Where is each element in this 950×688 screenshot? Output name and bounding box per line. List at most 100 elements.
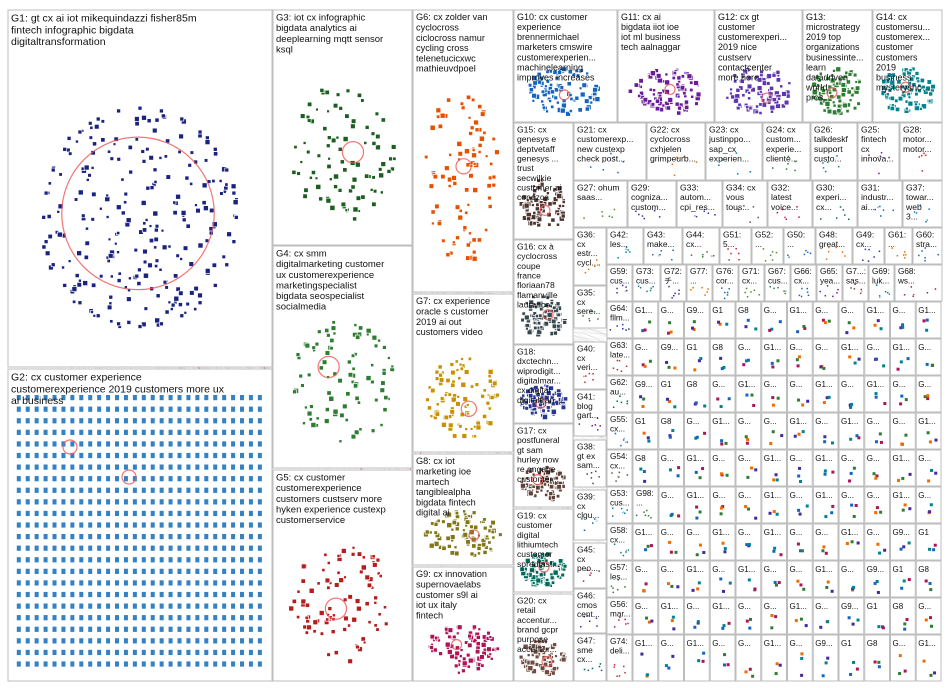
network-node xyxy=(79,522,84,528)
micro-group-cell: G1... xyxy=(838,338,865,376)
network-node xyxy=(34,557,39,563)
micro-group-cell: G... xyxy=(761,301,787,339)
group-g58-label: G58:cx... xyxy=(610,526,628,544)
micro-group-label: G1 xyxy=(841,639,852,648)
network-node xyxy=(645,509,649,512)
network-node xyxy=(751,674,755,678)
network-node xyxy=(796,364,800,368)
network-node xyxy=(749,290,753,294)
network-node xyxy=(308,175,313,180)
network-node xyxy=(462,396,469,402)
network-node xyxy=(374,397,379,403)
network-node xyxy=(459,101,465,106)
network-node xyxy=(195,603,200,609)
network-node xyxy=(204,476,209,482)
network-node xyxy=(797,474,801,478)
group-box-g2 xyxy=(7,368,273,682)
network-node xyxy=(159,557,164,563)
network-node xyxy=(61,534,66,540)
group-g72-label: G72:チ... xyxy=(664,267,682,285)
micro-group-cell: G1... xyxy=(735,560,762,598)
network-node xyxy=(560,656,567,663)
network-node xyxy=(545,489,550,494)
network-node xyxy=(646,544,650,548)
micro-group-box xyxy=(864,338,890,376)
network-node xyxy=(545,69,550,74)
network-node xyxy=(487,406,492,411)
network-node xyxy=(106,499,111,505)
network-node xyxy=(689,288,693,292)
network-node xyxy=(350,433,357,440)
network-node xyxy=(591,481,595,485)
network-node xyxy=(624,285,628,289)
network-node xyxy=(901,508,905,512)
network-node xyxy=(671,429,675,433)
network-node xyxy=(597,475,601,479)
network-node xyxy=(195,568,200,574)
network-node xyxy=(677,105,682,111)
network-node xyxy=(204,603,209,609)
network-node xyxy=(153,227,159,233)
network-node xyxy=(61,545,66,551)
network-node xyxy=(52,487,57,493)
micro-group-label: G... xyxy=(790,380,803,389)
network-node xyxy=(751,205,755,209)
micro-group-box xyxy=(632,375,659,413)
cluster-highlight-ring xyxy=(538,561,550,573)
micro-group-box xyxy=(864,486,891,524)
network-node xyxy=(903,669,907,673)
group-box-g34 xyxy=(722,180,768,228)
network-node xyxy=(876,319,880,323)
network-node xyxy=(213,499,218,505)
network-node xyxy=(186,395,191,401)
network-node xyxy=(673,291,677,295)
group-g73-label: G73:cus... xyxy=(636,267,656,285)
network-node xyxy=(382,407,388,413)
network-node xyxy=(556,312,561,318)
network-node xyxy=(123,534,128,540)
network-node xyxy=(643,479,647,483)
network-node xyxy=(579,625,583,629)
network-node xyxy=(79,487,84,493)
network-node xyxy=(723,291,727,295)
network-node xyxy=(132,464,137,470)
network-node xyxy=(299,113,306,119)
network-node xyxy=(240,649,245,656)
network-node xyxy=(257,534,262,540)
network-node xyxy=(847,321,851,325)
network-node xyxy=(213,534,218,540)
network-node xyxy=(25,568,30,574)
network-node xyxy=(204,557,209,563)
network-node xyxy=(667,365,671,369)
network-node xyxy=(449,534,456,540)
network-node xyxy=(797,398,801,402)
network-node xyxy=(907,578,911,582)
network-node xyxy=(875,506,879,510)
network-node xyxy=(627,327,631,331)
network-node xyxy=(927,99,932,104)
network-node xyxy=(849,405,853,409)
network-node xyxy=(556,470,563,477)
network-node xyxy=(371,175,376,180)
network-node xyxy=(88,441,93,447)
network-node xyxy=(589,476,593,480)
network-node xyxy=(759,69,764,75)
network-node xyxy=(364,173,370,179)
network-node xyxy=(539,325,544,330)
network-node xyxy=(160,113,166,119)
network-node xyxy=(52,441,57,447)
network-node xyxy=(231,429,236,435)
network-node xyxy=(231,522,236,528)
group-g43-label: G43:make... xyxy=(647,229,674,248)
network-node xyxy=(79,464,84,470)
network-node xyxy=(799,583,803,587)
network-node xyxy=(469,551,475,557)
network-node xyxy=(88,121,93,126)
micro-group-box xyxy=(864,597,890,635)
network-node xyxy=(526,329,533,336)
network-node xyxy=(701,467,705,471)
network-node xyxy=(676,110,682,116)
network-node xyxy=(775,662,779,666)
network-node xyxy=(693,80,699,86)
network-node xyxy=(645,289,649,293)
